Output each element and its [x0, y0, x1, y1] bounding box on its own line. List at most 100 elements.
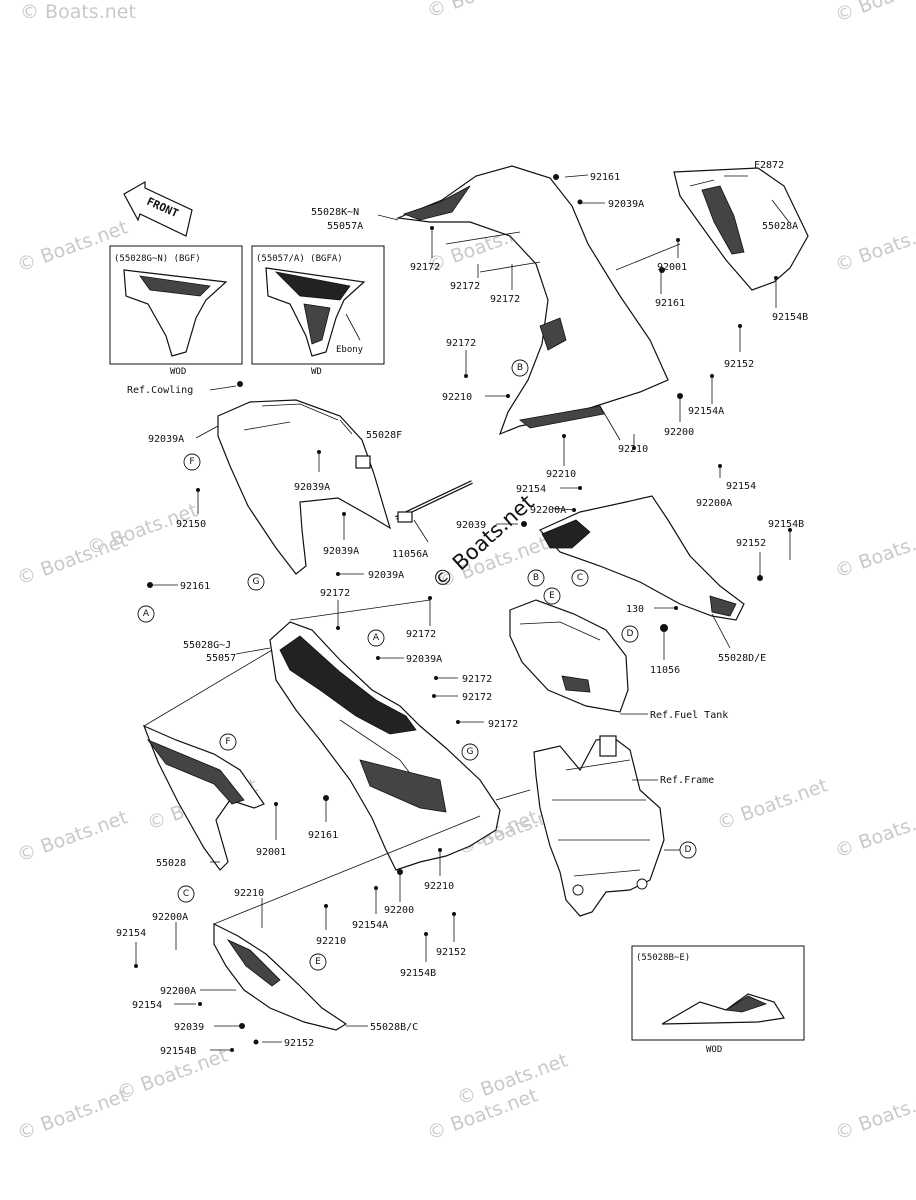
- svg-text:A: A: [143, 609, 150, 619]
- callout-b: B: [527, 569, 545, 587]
- watermark: © Boats.net: [20, 1, 136, 23]
- watermark: © Boats.net: [424, 0, 540, 23]
- callout-c: C: [177, 885, 195, 903]
- part-label: 92210: [618, 444, 648, 455]
- inset-caption: WOD: [706, 1045, 722, 1055]
- lower-cowl-55028b: [213, 923, 348, 1031]
- part-label: 92154B: [160, 1046, 196, 1057]
- watermark: © Boats.net: [14, 806, 130, 866]
- inset-caption: WD: [311, 367, 322, 377]
- part-label: 130: [626, 604, 644, 615]
- callout-c: C: [571, 569, 589, 587]
- callout-g: G: [247, 573, 265, 591]
- watermark: © Boats.net: [832, 0, 916, 27]
- inset-caption: WOD: [170, 367, 186, 377]
- part-label: 55028D/E: [718, 653, 766, 664]
- side-panel-55028a: [673, 167, 809, 291]
- part-label: 92161: [180, 581, 210, 592]
- inset-heading: (55057/A) (BGFA): [256, 254, 343, 264]
- inset-heading: (55028B~E): [636, 953, 690, 963]
- ref-label: Ref.Frame: [660, 775, 714, 786]
- part-label: 92039A: [608, 199, 644, 210]
- part-label: 11056: [650, 665, 680, 676]
- side-panel-55028: [142, 724, 265, 871]
- callout-a: A: [137, 605, 155, 623]
- part-label: 92154: [116, 928, 146, 939]
- inset-box-b-e: (55028B~E) WOD: [631, 945, 805, 1055]
- part-label: 55028F: [366, 430, 402, 441]
- part-label: 92039A: [406, 654, 442, 665]
- callout-a: A: [367, 629, 385, 647]
- part-label: 92200: [384, 905, 414, 916]
- callout-f: F: [219, 733, 237, 751]
- part-label: 92210: [442, 392, 472, 403]
- inset-heading: (55028G~N) (BGF): [114, 254, 201, 264]
- rod-11056a: [395, 480, 473, 523]
- part-label: 55028: [156, 858, 186, 869]
- watermark: © Boats.net: [832, 522, 916, 582]
- part-label: 92172: [462, 674, 492, 685]
- svg-text:A: A: [373, 633, 380, 643]
- front-arrow-icon: FRONT: [123, 180, 193, 237]
- part-label: 92154: [132, 1000, 162, 1011]
- upper-cowl-right: [395, 165, 669, 436]
- part-label: 92161: [655, 298, 685, 309]
- part-label: 92200A: [696, 498, 732, 509]
- callout-b: B: [511, 359, 529, 377]
- part-label: 92172: [450, 281, 480, 292]
- part-label: 92001: [657, 262, 687, 273]
- callout-g: G: [461, 743, 479, 761]
- figure-code: F2872: [754, 160, 784, 171]
- watermark: © Boats.net: [832, 216, 916, 276]
- part-label: 92161: [590, 172, 620, 183]
- part-label: 55028B/C: [370, 1022, 418, 1033]
- part-label: 92161: [308, 830, 338, 841]
- part-label: 92210: [546, 469, 576, 480]
- part-label: 92210: [316, 936, 346, 947]
- inset-note: Ebony: [336, 345, 364, 355]
- inset-box-bgfa: (55057/A) (BGFA) Ebony WD: [251, 245, 385, 377]
- svg-text:G: G: [253, 577, 260, 587]
- svg-text:E: E: [315, 957, 321, 967]
- part-label: 92152: [436, 947, 466, 958]
- svg-text:F: F: [189, 457, 194, 467]
- callout-e: E: [309, 953, 327, 971]
- callout-markers: B F G A B C E D A F G D C E: [137, 359, 697, 971]
- part-label: 92039A: [294, 482, 330, 493]
- part-label: 55057: [206, 653, 236, 664]
- part-label: 92200A: [160, 986, 196, 997]
- lower-cowl-55028d: [539, 495, 745, 621]
- inset-box-bgf: (55028G~N) (BGF) WOD: [109, 245, 243, 377]
- watermark: © Boats.net: [14, 1084, 130, 1144]
- part-label: 92200: [664, 427, 694, 438]
- svg-text:D: D: [627, 629, 634, 639]
- part-label: 92154: [726, 481, 756, 492]
- fastener-dots: [134, 174, 792, 1052]
- part-label: 92200A: [530, 505, 566, 516]
- svg-text:F: F: [225, 737, 230, 747]
- part-label: 92172: [488, 719, 518, 730]
- part-label: 92210: [234, 888, 264, 899]
- watermark: © Boats.net: [714, 774, 830, 834]
- ref-label: Ref.Fuel Tank: [650, 710, 728, 721]
- svg-text:C: C: [577, 573, 583, 583]
- part-label: 92172: [320, 588, 350, 599]
- part-label: 92150: [176, 519, 206, 530]
- part-label: 92039A: [148, 434, 184, 445]
- svg-text:B: B: [517, 363, 523, 373]
- part-number-labels: 55028K~N 55057A 92161 92039A 55028A 9217…: [116, 172, 808, 1057]
- part-label: 92154B: [772, 312, 808, 323]
- callout-f: F: [183, 453, 201, 471]
- part-label: 92154B: [768, 519, 804, 530]
- part-label: 55028A: [762, 221, 798, 232]
- part-label: 92039A: [368, 570, 404, 581]
- watermark: © Boats.net: [14, 216, 130, 276]
- part-label: 92039: [174, 1022, 204, 1033]
- frame-ref: [533, 735, 665, 917]
- watermark: © Boats.net: [832, 802, 916, 862]
- part-label: 55028K~N: [311, 207, 359, 218]
- svg-text:B: B: [533, 573, 539, 583]
- watermark: © Boats.net: [832, 1084, 916, 1144]
- part-label: 92039: [456, 520, 486, 531]
